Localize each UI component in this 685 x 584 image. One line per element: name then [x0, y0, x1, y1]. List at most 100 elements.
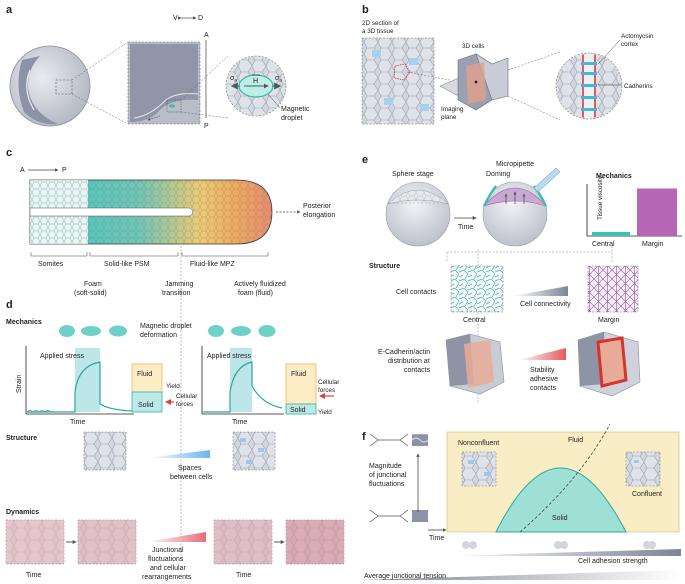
magnitude-line1: Magnitude	[369, 463, 402, 470]
panel-b: b 2D section of a 3D tissue 3D cells Ima…	[361, 4, 654, 125]
margin-label-e: Margin	[598, 317, 620, 324]
fluid-solid-bar-right	[285, 363, 317, 415]
state-jamming-line2: transition	[162, 290, 191, 297]
structure-heading-d: Structure	[6, 435, 37, 442]
droplet-label-line2: droplet	[281, 115, 302, 122]
state-foam-line2: (soft-solid)	[74, 290, 107, 297]
panel-a: a V D A P	[6, 4, 310, 130]
state-foam-line1: Foam	[84, 281, 102, 288]
junction-fluctuation-icons	[369, 433, 429, 523]
fluid-solid-bar-left	[131, 363, 163, 413]
spaces-line2: between cells	[170, 474, 213, 481]
phase-solid-dome	[495, 467, 627, 533]
panel-d-label: d	[6, 299, 13, 311]
panel-a-label: a	[6, 4, 13, 16]
applied-stress-right: Applied stress	[207, 353, 251, 360]
mechanics-heading-e: Mechanics	[596, 173, 632, 180]
adhesion-icons	[462, 541, 656, 549]
cell-contacts-label: Cell contacts	[396, 289, 437, 296]
axis-a-c: A	[20, 167, 25, 174]
solid-label-right: Solid	[290, 407, 306, 414]
posterior-line1: Posterior	[303, 203, 332, 210]
time-axis-right: Time	[232, 419, 247, 426]
viscosity-bar-chart: Mechanics Tissue viscosity Central Margi…	[586, 173, 682, 248]
structure-tiles-d	[83, 431, 276, 471]
phase-diagram	[446, 423, 680, 533]
yield-label-left: Yield	[166, 383, 180, 390]
section-label-line2: a 3D tissue	[362, 28, 394, 35]
strain-plot-right	[201, 346, 284, 415]
sigma-right: σa	[275, 75, 282, 83]
3d-cells	[439, 53, 509, 111]
actomyosin-line1: Actomyosin	[621, 33, 654, 40]
droplet-label-line1: Magnetic	[281, 106, 310, 113]
axis-d-label: D	[198, 15, 203, 22]
posterior-line2: elongation	[303, 212, 335, 219]
junction-zoom	[555, 52, 623, 120]
cadherins-label: Cadherins	[624, 83, 653, 90]
panel-d: d Mechanics Magnetic droplet deformation…	[5, 299, 345, 581]
junctional-line1: Junctional	[152, 547, 184, 554]
dynamics-tiles	[5, 519, 345, 565]
time-arrow-label: Time	[458, 224, 473, 231]
doming-label: Doming	[486, 171, 510, 178]
axis-p-c: P	[62, 167, 67, 174]
ecad-line1: E-Cadherin/actin	[378, 349, 430, 356]
bar-central	[592, 232, 630, 236]
panel-c: c A P Posterior elongation Somites Solid…	[6, 147, 335, 560]
magnitude-line2: of junctional	[369, 472, 407, 479]
droplet-deformation-row	[59, 325, 276, 337]
ecad-cells-central	[445, 333, 505, 395]
nonconfluent-label: Nonconfluent	[458, 440, 499, 447]
yield-label-right: Yield	[318, 409, 332, 416]
junctional-line2: fluctuations	[148, 556, 184, 563]
imaging-plane-line2: plane	[441, 114, 457, 121]
sigma-left: σa	[230, 75, 237, 83]
magnitude-line3: fluctuations	[369, 481, 405, 488]
zebrafish-embryo	[9, 45, 91, 127]
tick-label-central: Central	[592, 241, 615, 248]
tissue-section	[361, 37, 435, 125]
region-psm: Solid-like PSM	[104, 261, 150, 268]
dynamics-heading: Dynamics	[6, 509, 39, 516]
solid-label-f: Solid	[552, 515, 568, 522]
actomyosin-line2: cortex	[621, 41, 639, 48]
tension-wedge	[362, 570, 680, 580]
panel-e-label: e	[362, 154, 368, 166]
fluid-label-left: Fluid	[137, 371, 152, 378]
axis-a-label: A	[204, 32, 209, 39]
tailbud-gradient	[29, 179, 273, 245]
sphere-stage-label: Sphere stage	[392, 171, 434, 178]
cell-forces-left-line1: Cellular	[176, 393, 197, 400]
panel-e: e Sphere stage Time Micropipette Doming …	[362, 154, 682, 404]
solid-label-left: Solid	[138, 402, 154, 409]
field-symbol: H	[253, 78, 258, 85]
junctional-line4: rearrangements	[142, 574, 192, 581]
panel-f-label: f	[362, 431, 366, 443]
ecad-line3: contacts	[404, 367, 431, 374]
fluid-label-right: Fluid	[291, 371, 306, 378]
stability-line3: contacts	[530, 385, 557, 392]
adhesion-wedge	[447, 549, 681, 556]
spaces-line1: Spaces	[178, 465, 202, 472]
droplet-zoom: H σa σa	[225, 55, 287, 117]
region-mpz: Fluid-like MPZ	[190, 261, 235, 268]
confluent-label: Confluent	[632, 491, 662, 498]
central-label-e: Central	[463, 317, 486, 324]
strain-axis-label: Strain	[16, 375, 23, 393]
time-label-dyn-right: Time	[236, 572, 251, 579]
tailbud-section	[127, 41, 201, 125]
micropipette-label: Micropipette	[496, 161, 534, 168]
panel-c-label: c	[6, 147, 12, 159]
ecad-line2: distribution at	[388, 358, 430, 365]
applied-stress-left: Applied stress	[40, 353, 84, 360]
state-active-line1: Actively fluidized	[234, 281, 286, 288]
tension-label: Average junctional tension	[364, 573, 446, 580]
ecad-cells-margin	[577, 331, 641, 397]
imaging-plane-line1: Imaging	[441, 106, 464, 113]
cells-3d-label: 3D cells	[462, 43, 484, 50]
tick-label-margin: Margin	[642, 241, 664, 248]
cell-forces-right-line2: forces	[318, 387, 335, 394]
state-jamming-line1: Jamming	[165, 281, 194, 288]
